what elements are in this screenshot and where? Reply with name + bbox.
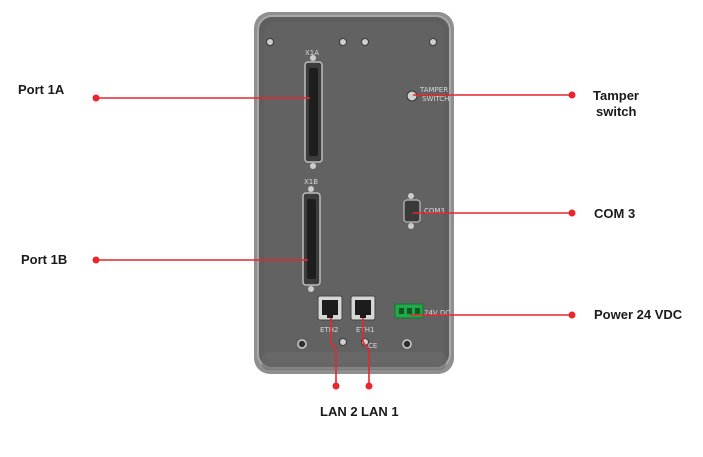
callout-dot-power	[568, 311, 576, 319]
mounting-screws	[266, 38, 437, 346]
tamper-silkscreen-line1: TAMPER	[419, 86, 448, 94]
eth2-silkscreen: ETH2	[320, 326, 338, 334]
label-tamper-line1: Tamper	[593, 88, 639, 103]
callout-dot-port1a	[92, 94, 100, 102]
port-1b-silkscreen: X1B	[304, 178, 318, 186]
eth2-port: ETH2	[317, 295, 343, 334]
label-com3: COM 3	[594, 206, 636, 221]
eth1-silkscreen: ETH1	[356, 326, 374, 334]
callout-dot-com3	[568, 209, 576, 217]
label-tamper-line2: switch	[596, 104, 637, 119]
ce-mark: CE	[368, 342, 377, 350]
callout-dot-lan1	[365, 382, 373, 390]
callout-line-lan1	[362, 318, 370, 386]
port-1b-connector: X1B	[302, 178, 321, 292]
foot-icon	[297, 339, 307, 349]
label-lan2: LAN 2	[320, 404, 358, 419]
port-1a-connector: X1A	[304, 49, 323, 169]
screw-icon	[429, 38, 437, 46]
tamper-switch: TAMPER SWITCH	[406, 86, 449, 103]
com3-silkscreen: COM3	[424, 207, 445, 215]
screw-icon	[339, 338, 347, 346]
callout-line-lan2	[330, 318, 337, 386]
callout-dot-port1b	[92, 256, 100, 264]
screw-icon	[361, 38, 369, 46]
bottom-fasteners	[297, 339, 412, 349]
callout-dot-tamper	[568, 91, 576, 99]
label-lan1: LAN 1	[361, 404, 399, 419]
power-silkscreen: 24V DC	[424, 309, 450, 317]
callout-lines	[92, 91, 576, 390]
callout-dot-lan2	[332, 382, 340, 390]
tamper-silkscreen-line2: SWITCH	[422, 95, 449, 103]
eth1-port: ETH1	[350, 295, 376, 334]
label-port-1a: Port 1A	[18, 82, 65, 97]
label-port-1b: Port 1B	[21, 252, 68, 267]
port-1a-silkscreen: X1A	[305, 49, 319, 57]
label-power: Power 24 VDC	[594, 307, 683, 322]
foot-icon	[402, 339, 412, 349]
label-tamper-switch: Tamper switch	[593, 88, 639, 120]
com3-connector: COM3	[403, 193, 445, 229]
screw-icon	[339, 38, 347, 46]
screw-icon	[266, 38, 274, 46]
